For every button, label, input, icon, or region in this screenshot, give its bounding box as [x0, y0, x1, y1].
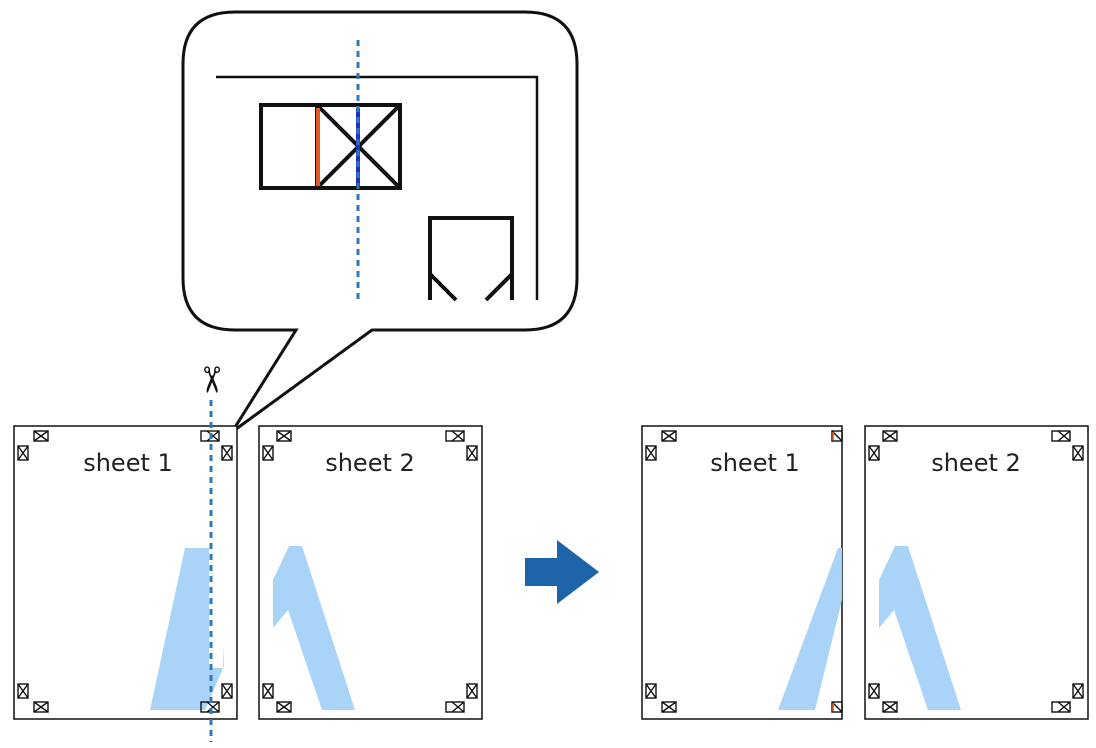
callout-bubble — [181, 10, 579, 434]
sheet-1-marks — [17, 430, 233, 713]
before-sheets: sheet 1 sheet 2 ✂ — [13, 365, 483, 742]
sheet-1-after-label: sheet 1 — [710, 449, 800, 477]
sheet-2-shape — [273, 546, 355, 710]
after-sheets: sheet 1 sheet 2 — [641, 425, 1089, 720]
sheet-1-shape — [150, 548, 224, 710]
sheet-1-after: sheet 1 — [641, 425, 843, 720]
scissors-icon: ✂ — [190, 365, 231, 395]
sheet-1-label: sheet 1 — [83, 449, 173, 477]
sheet-2-label: sheet 2 — [325, 449, 415, 477]
sheet-2-after: sheet 2 — [864, 425, 1089, 720]
sheet-1-trimmed-shape — [778, 548, 842, 710]
zoom-callout — [181, 10, 579, 434]
sheet-2-marks — [262, 430, 478, 713]
callout-partial-mark — [428, 216, 514, 302]
sheet-2-after-shape — [879, 546, 961, 710]
right-arrow-icon — [525, 540, 599, 604]
callout-alignment-mark — [259, 103, 402, 190]
callout-corner-guide — [216, 75, 539, 300]
sheet-2-after-label: sheet 2 — [931, 449, 1021, 477]
sheet-2-before: sheet 2 — [258, 425, 483, 720]
sheet-1-before: sheet 1 — [13, 425, 238, 720]
